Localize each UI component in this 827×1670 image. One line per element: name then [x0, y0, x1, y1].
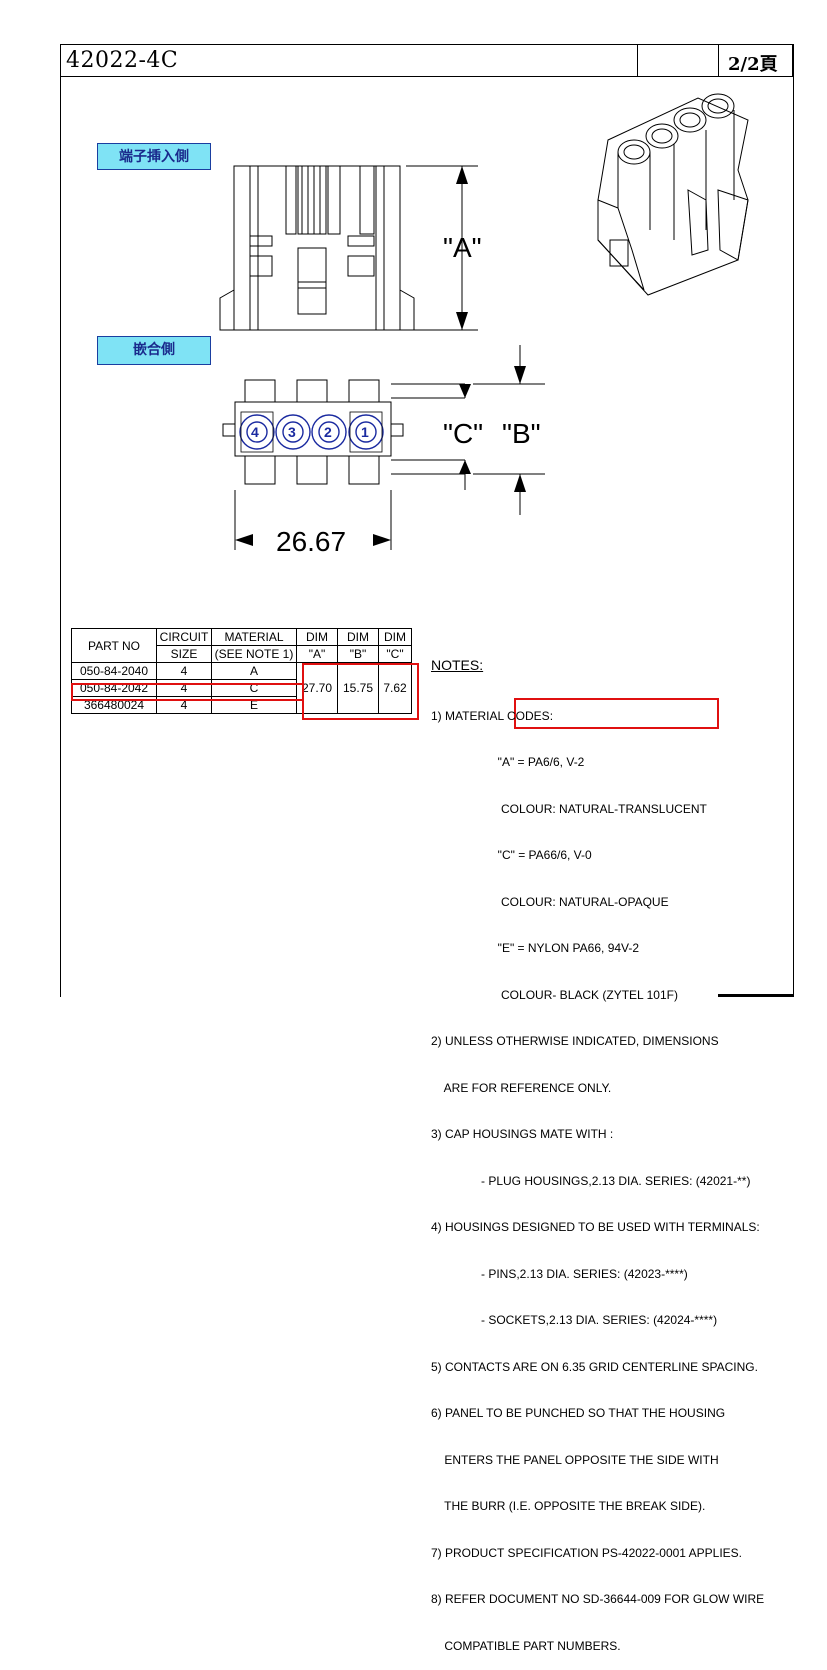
note-line: - SOCKETS,2.13 DIA. SERIES: (42024-****) [431, 1313, 718, 1327]
note-line: COLOUR- BLACK (ZYTEL 101F) [431, 987, 678, 1002]
note-line: - PINS,2.13 DIA. SERIES: (42023-****) [431, 1266, 688, 1281]
circuit-number: 4 [251, 424, 259, 440]
circuit-number: 3 [288, 424, 296, 440]
size-cell: 4 [156, 662, 212, 680]
note-line: 3) CAP HOUSINGS MATE WITH : [431, 1127, 614, 1141]
frame-right-border [793, 44, 794, 997]
circuit-number: 2 [324, 424, 332, 440]
drawing-number: 42022-4C [66, 48, 179, 73]
side-view-drawing [219, 165, 478, 331]
notes-block: NOTES: 1) MATERIAL CODES: "A" = PA6/6, V… [431, 627, 764, 1670]
note-line: "C" = PA66/6, V-0 [431, 848, 592, 862]
header-size: SIZE [156, 645, 212, 663]
insert-side-label: 端子挿入側 [97, 143, 211, 170]
dim-a-label: "A" [443, 232, 482, 263]
header-dim-a: DIM [296, 628, 338, 646]
header-dim-b-label: "B" [337, 645, 379, 663]
note-line: COLOUR: NATURAL-OPAQUE [431, 894, 669, 909]
title-divider [637, 44, 638, 77]
note-line: 6) PANEL TO BE PUNCHED SO THAT THE HOUSI… [431, 1406, 726, 1420]
frame-left-border [60, 44, 61, 997]
note-line: "E" = NYLON PA66, 94V-2 [431, 941, 640, 955]
circuit-number: 1 [361, 424, 369, 440]
frame-bottom-stub [718, 994, 793, 997]
page-number: 2/2頁 [728, 54, 778, 75]
highlight-note-box [514, 698, 719, 729]
title-divider [718, 44, 719, 77]
highlight-dims-box [302, 663, 419, 720]
note-line: "A" = PA6/6, V-2 [431, 755, 585, 769]
note-line: THE BURR (I.E. OPPOSITE THE BREAK SIDE). [431, 1499, 706, 1513]
header-dim-c-label: "C" [378, 645, 412, 663]
note-line: COLOUR: NATURAL-TRANSLUCENT [431, 801, 707, 816]
note-line: 7) PRODUCT SPECIFICATION PS-42022-0001 A… [431, 1545, 743, 1560]
header-see-note: (SEE NOTE 1) [211, 645, 297, 663]
dim-b-label: "B" [502, 418, 541, 449]
dim-c-label: "C" [443, 418, 484, 449]
note-line: - PLUG HOUSINGS,2.13 DIA. SERIES: (42021… [431, 1173, 751, 1188]
header-dim-a-label: "A" [296, 645, 338, 663]
notes-heading: NOTES: [431, 657, 484, 673]
highlight-row-box [71, 683, 304, 701]
mating-side-label: 嵌合側 [97, 336, 211, 365]
note-line: ENTERS THE PANEL OPPOSITE THE SIDE WITH [431, 1452, 719, 1467]
header-dim-b: DIM [337, 628, 379, 646]
isometric-view-drawing [597, 93, 749, 296]
drawing-frame: 42022-4C 2/2頁 [60, 44, 794, 997]
note-line: COMPATIBLE PART NUMBERS. [431, 1638, 621, 1653]
header-material: MATERIAL [211, 628, 297, 646]
note-line: 4) HOUSINGS DESIGNED TO BE USED WITH TER… [431, 1220, 760, 1234]
mating-view-drawing [222, 345, 545, 550]
note-line: 5) CONTACTS ARE ON 6.35 GRID CENTERLINE … [431, 1359, 758, 1374]
note-line: ARE FOR REFERENCE ONLY. [431, 1080, 612, 1095]
header-dim-c: DIM [378, 628, 412, 646]
note-line: 1) MATERIAL CODES: [431, 708, 554, 723]
material-cell: A [211, 662, 297, 680]
dim-c-value: 7.62 [378, 662, 412, 714]
header-circuit: CIRCUIT [156, 628, 212, 646]
width-dimension: 26.67 [276, 526, 347, 557]
note-line: 8) REFER DOCUMENT NO SD-36644-009 FOR GL… [431, 1592, 765, 1606]
header-part-no: PART NO [71, 628, 157, 663]
note-line: 2) UNLESS OTHERWISE INDICATED, DIMENSION… [431, 1034, 719, 1048]
part-no-cell: 050-84-2040 [71, 662, 157, 680]
